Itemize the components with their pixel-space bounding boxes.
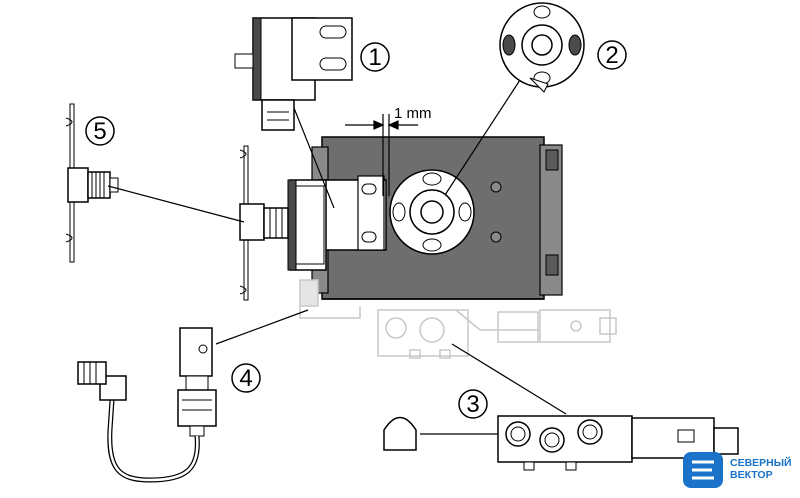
logo-line2: ВЕКТОР bbox=[730, 469, 773, 481]
sensor-mounted bbox=[287, 175, 387, 271]
valve-ghost bbox=[299, 279, 617, 359]
cable-mount-on-actuator bbox=[239, 145, 289, 301]
callout-4: 4 bbox=[231, 363, 261, 393]
sensor-exploded bbox=[234, 17, 353, 131]
callout-5: 5 bbox=[85, 116, 115, 146]
callout-2: 2 bbox=[597, 40, 627, 70]
callout-1-label: 1 bbox=[368, 44, 381, 71]
dimension-label: 1 mm bbox=[394, 105, 432, 122]
callout-4-label: 4 bbox=[239, 365, 252, 392]
target-puck bbox=[389, 169, 475, 255]
cable-mount-detail bbox=[65, 103, 119, 263]
callout-5-label: 5 bbox=[93, 118, 106, 145]
target-puck-detail bbox=[499, 2, 585, 93]
logo-line1: СЕВЕРНЫЙ bbox=[730, 456, 792, 469]
logo: СЕВЕРНЫЙ ВЕКТОР bbox=[683, 452, 792, 488]
callout-1: 1 bbox=[360, 42, 390, 72]
cable-with-connector bbox=[77, 327, 217, 483]
logo-icon bbox=[683, 452, 723, 488]
leader-lines bbox=[107, 79, 567, 415]
valve-block bbox=[383, 415, 739, 471]
dimension-1mm bbox=[345, 114, 418, 196]
callout-2-label: 2 bbox=[605, 42, 618, 69]
callout-3-label: 3 bbox=[466, 391, 479, 418]
callout-3: 3 bbox=[458, 389, 488, 419]
